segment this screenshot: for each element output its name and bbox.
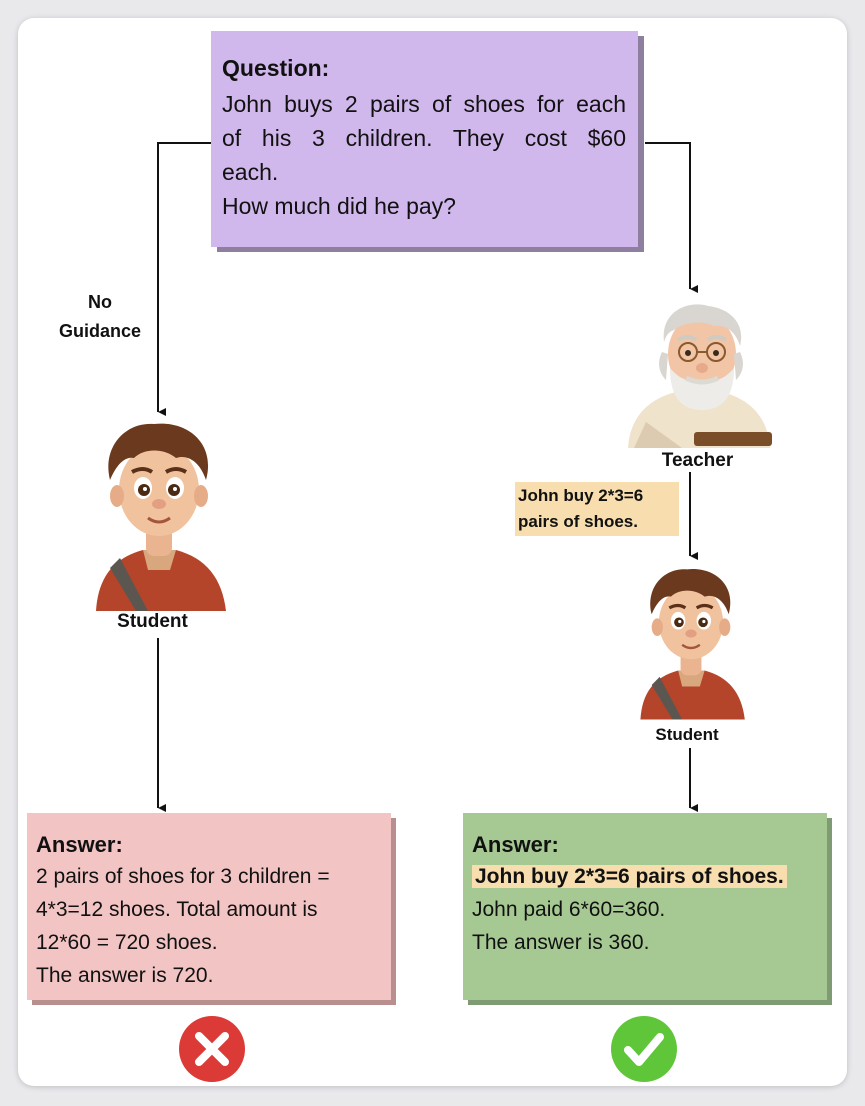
answer-title: Answer: [472, 832, 559, 857]
student-avatar-right [640, 568, 745, 720]
answer-line: 12*60 = 720 shoes. [36, 931, 218, 954]
answer-highlight: John buy 2*3=6 pairs of shoes. [472, 865, 787, 888]
answer-box-wrong: Answer: 2 pairs of shoes for 3 children … [27, 813, 391, 1000]
question-line: How much did he pay? [222, 193, 456, 219]
answer-line: John paid 6*60=360. [472, 898, 666, 921]
student-avatar-left [96, 423, 226, 611]
question-title: Question: [222, 55, 330, 81]
teacher-label: Teacher [661, 450, 734, 471]
student-label-left: Student [117, 611, 188, 632]
no-guidance-label: No Guidance [58, 292, 142, 341]
answer-line: The answer is 360. [472, 931, 650, 954]
answer-line: 2 pairs of shoes for 3 children = [36, 865, 330, 888]
student-label-right: Student [655, 725, 719, 744]
answer-box-correct: Answer: John buy 2*3=6 pairs of shoes. J… [463, 813, 827, 1000]
answer-line: 4*3=12 shoes. Total amount is [36, 898, 318, 921]
question-box: Question: John buys 2 pairs of shoes for… [211, 31, 638, 247]
answer-title: Answer: [36, 832, 123, 857]
cross-icon [179, 1016, 245, 1082]
arrow-question-to-student [157, 142, 211, 416]
question-line: of his 3 children. They cost $60 [222, 125, 626, 151]
answer-line: The answer is 720. [36, 964, 214, 987]
question-line: each. [222, 159, 279, 185]
question-line: John buys 2 pairs of shoes for each [222, 91, 626, 117]
arrow-question-to-teacher [645, 142, 698, 293]
teacher-guidance: John buy 2*3=6 pairs of shoes. [515, 482, 679, 536]
check-icon [611, 1016, 677, 1082]
teacher-avatar [628, 304, 772, 448]
